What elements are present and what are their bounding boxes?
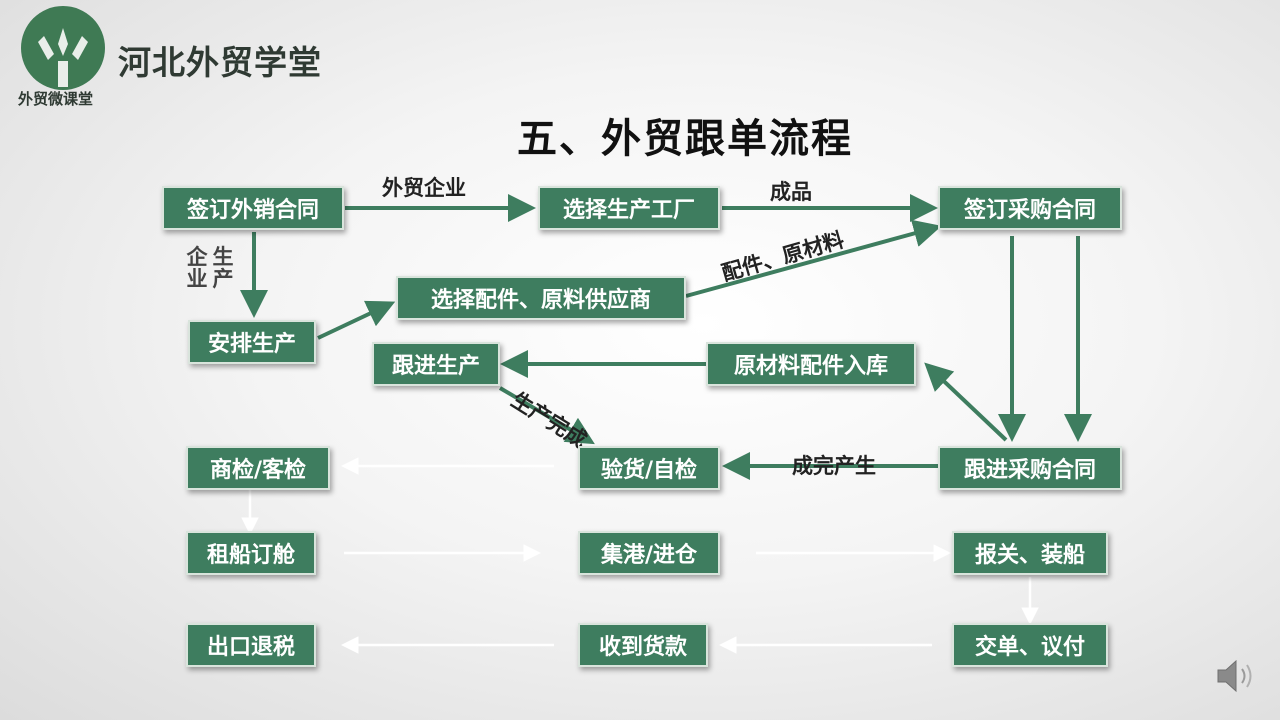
node-sign-export-contract: 签订外销合同 (162, 186, 344, 230)
node-customs: 报关、装船 (952, 531, 1108, 575)
speaker-icon[interactable] (1214, 656, 1258, 696)
node-sign-purchase-contract: 签订采购合同 (938, 186, 1122, 230)
node-inspection: 商检/客检 (186, 446, 330, 490)
node-track-purchase: 跟进采购合同 (938, 446, 1122, 490)
sub-brand-name: 外贸微课堂 (18, 90, 94, 108)
arrow-track-to-inbound (924, 362, 1008, 442)
node-choose-supplier: 选择配件、原料供应商 (396, 276, 686, 320)
brand-name: 河北外贸学堂 (118, 43, 322, 82)
label-trade-enterprise: 外贸企业 (382, 176, 466, 200)
node-receive-payment: 收到货款 (578, 623, 708, 667)
page-title: 五、外贸跟单流程 (517, 116, 853, 162)
label-finished-goods: 成品 (770, 180, 812, 204)
node-materials-inbound: 原材料配件入库 (706, 342, 916, 386)
node-track-production: 跟进生产 (372, 342, 500, 386)
node-documents: 交单、议付 (952, 623, 1108, 667)
tree-logo-icon (21, 6, 105, 90)
arrow-trackprod-to-selfcheck (498, 386, 595, 445)
node-charter: 租船订舱 (186, 531, 316, 575)
node-arrange-production: 安排生产 (188, 320, 316, 364)
node-self-check: 验货/自检 (578, 446, 720, 490)
label-produced-finished: 成完产生 (792, 454, 876, 478)
node-tax-refund: 出口退税 (186, 623, 316, 667)
node-choose-factory: 选择生产工厂 (538, 186, 720, 230)
arrow-arrange-to-supplier (317, 300, 396, 340)
label-enterprise-col1: 企业 (186, 245, 208, 291)
arrow-supplier-to-purchase (685, 219, 942, 298)
node-gather-port: 集港/进仓 (578, 531, 720, 575)
label-enterprise-col2: 生产 (212, 245, 234, 291)
